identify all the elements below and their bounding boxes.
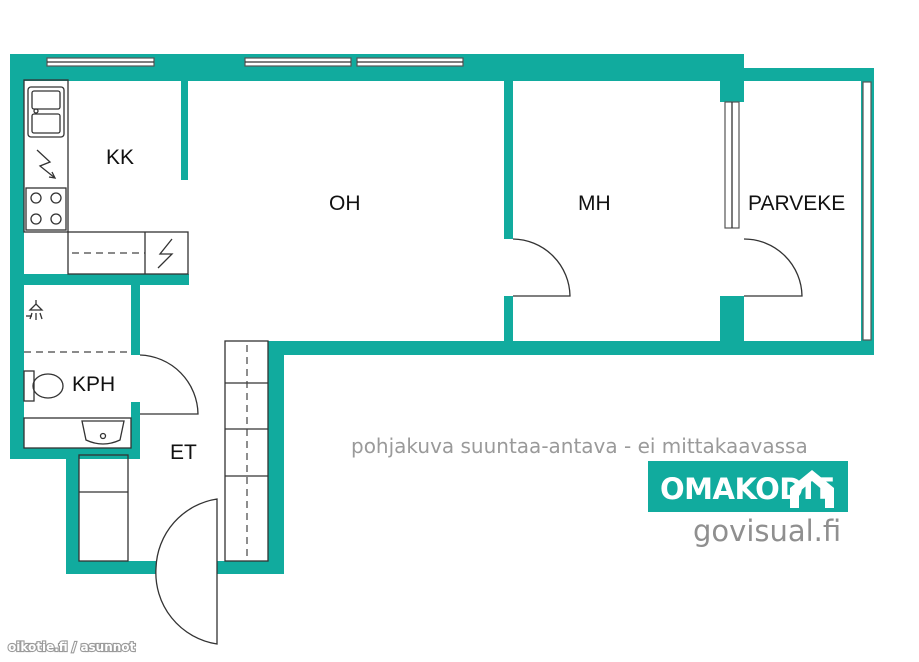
room-label-parveke: PARVEKE [748, 192, 845, 215]
entry-door-swing [155, 498, 218, 645]
wall-mh-balcony-lower [720, 296, 744, 346]
balcony-door-swing [743, 238, 803, 297]
house-icon [790, 470, 834, 508]
stove-icon [25, 187, 67, 231]
room-label-kph: KPH [72, 373, 115, 396]
electric-icon [36, 149, 57, 179]
hall-closet-left [78, 454, 129, 562]
room-label-kk: KK [106, 146, 134, 169]
bedroom-door-swing [512, 238, 571, 297]
wall-oh-mh [504, 80, 513, 239]
omakodit-logo: OMAKODIT [648, 461, 848, 512]
wall-oh-mh-lower [504, 296, 513, 346]
wall-mh-balcony [720, 54, 744, 102]
washbasin-icon [81, 420, 125, 445]
wall-bath-right-lower [131, 402, 140, 450]
toilet-icon [23, 370, 64, 402]
wall-balcony-top [744, 68, 874, 81]
wall-left [10, 54, 24, 450]
wall-kitchen-bottom [24, 274, 189, 285]
windows [46, 57, 872, 341]
room-label-mh: MH [578, 192, 611, 215]
kitchen-counter [23, 79, 69, 233]
wall-bath-right [131, 283, 140, 355]
scale-note: pohjakuva suuntaa-antava - ei mittakaava… [351, 434, 808, 458]
hall-closet-right [224, 340, 269, 562]
doors [512, 238, 803, 297]
wall-hall-bottom-right [217, 561, 284, 574]
website-text: govisual.fi [693, 514, 841, 548]
bathroom-door-swing [139, 354, 199, 415]
bathroom-fixtures [23, 300, 199, 449]
credit-text: oikotie.fi / asunnot [8, 640, 136, 654]
wall-kitchen-partition [181, 80, 188, 180]
wall-hall-left [66, 448, 79, 568]
room-label-et: ET [170, 441, 197, 464]
logo-background [648, 461, 848, 512]
bath-counter [23, 417, 132, 449]
kitchen-counter-lower [67, 231, 189, 275]
shower-icon [26, 300, 44, 320]
electric-icon [157, 238, 174, 269]
window-balcony-glass [862, 81, 872, 341]
wall-hall-right [268, 341, 284, 574]
sink-icon [27, 86, 65, 138]
wall-bottom-main [268, 341, 874, 355]
wall-hall-bottom-left [66, 561, 156, 574]
kitchen-fixtures [23, 79, 189, 275]
room-label-oh: OH [329, 192, 361, 215]
hall-fixtures [78, 340, 269, 645]
